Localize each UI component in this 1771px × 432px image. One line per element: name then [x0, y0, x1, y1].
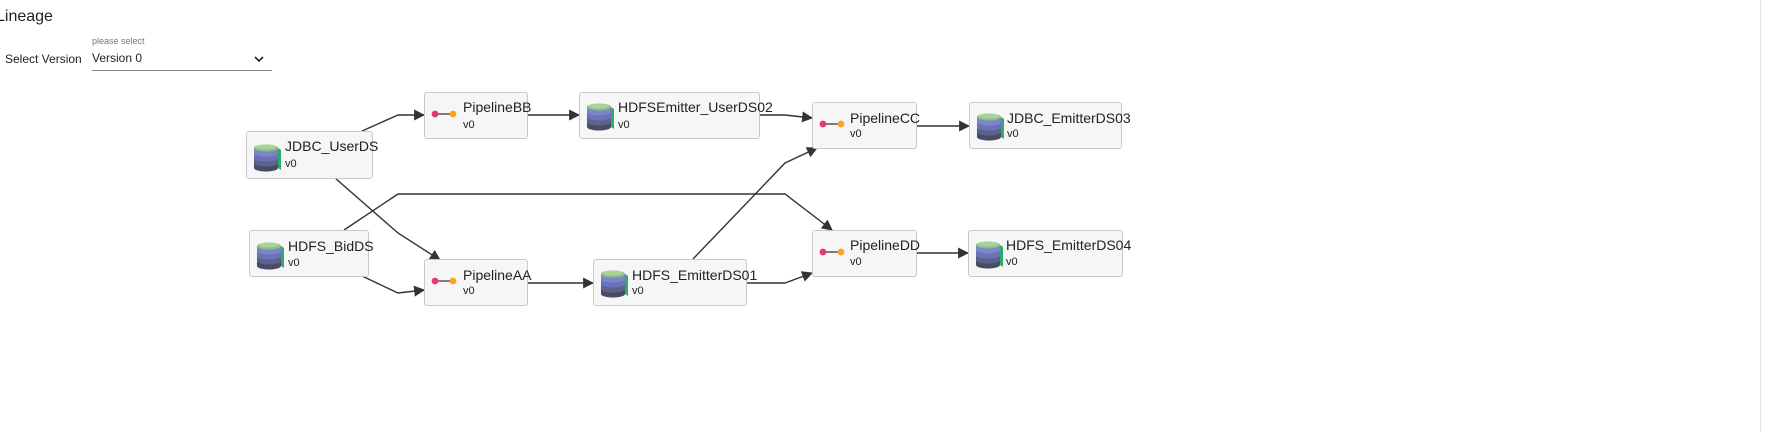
node-version: v0 — [285, 158, 297, 170]
edge-hdfs-emitterds01-to-pipelinedd — [747, 271, 814, 284]
node-pipelineaa[interactable]: PipelineAA v0 — [424, 259, 532, 306]
chevron-down-icon[interactable] — [252, 52, 266, 66]
database-icon — [598, 266, 630, 298]
edge-hdfs-emitterds01-to-pipelinecc — [692, 147, 818, 260]
node-version: v0 — [288, 257, 300, 269]
node-name: PipelineDD — [850, 237, 921, 253]
edge-hdfs-bidds-to-pipelineaa — [361, 275, 426, 297]
database-icon — [973, 237, 1005, 269]
version-select[interactable]: please select Version 0 — [92, 36, 272, 72]
pipeline-icon — [819, 248, 845, 256]
node-version: v0 — [463, 285, 475, 297]
node-version: v0 — [618, 119, 630, 131]
database-icon — [254, 238, 286, 270]
edge-hdfs-bidds-to-pipelinedd — [343, 193, 833, 231]
version-select-hint: please select — [92, 36, 145, 46]
node-hdfsemitter-userds02[interactable]: HDFSEmitter_UserDS02 v0 — [579, 92, 773, 139]
version-select-box[interactable]: Version 0 — [92, 50, 272, 71]
pipeline-icon — [819, 120, 845, 128]
node-name: JDBC_UserDS — [285, 138, 379, 154]
node-version: v0 — [1007, 128, 1019, 140]
pipeline-icon — [431, 110, 457, 118]
edge-jdbc-userds-to-pipelinebb — [361, 109, 426, 132]
database-icon — [251, 140, 283, 172]
panel-divider — [1760, 0, 1761, 432]
node-name: JDBC_EmitterDS03 — [1007, 110, 1131, 126]
node-pipelinebb[interactable]: PipelineBB v0 — [424, 92, 532, 139]
node-version: v0 — [850, 128, 862, 140]
node-name: HDFS_BidDS — [288, 238, 374, 254]
node-name: HDFS_EmitterDS01 — [632, 267, 758, 283]
node-name: HDFSEmitter_UserDS02 — [618, 99, 773, 115]
node-pipelinedd[interactable]: PipelineDD v0 — [812, 230, 921, 277]
edge-hdfsemitter-userds02-to-pipelinecc — [760, 111, 814, 123]
node-version: v0 — [850, 256, 862, 268]
node-name: PipelineAA — [463, 267, 532, 283]
node-pipelinecc[interactable]: PipelineCC v0 — [812, 102, 921, 149]
node-version: v0 — [632, 285, 644, 297]
node-name: HDFS_EmitterDS04 — [1006, 237, 1132, 253]
pipeline-icon — [431, 277, 457, 285]
node-hdfs-emitterds01[interactable]: HDFS_EmitterDS01 v0 — [593, 259, 757, 306]
version-select-value: Version 0 — [92, 51, 143, 65]
database-icon — [584, 99, 616, 131]
node-name: PipelineCC — [850, 110, 921, 126]
node-hdfs-emitterds04[interactable]: HDFS_EmitterDS04 v0 — [968, 230, 1131, 277]
database-icon — [974, 109, 1006, 141]
node-name: PipelineBB — [463, 99, 532, 115]
version-select-label: Select Version — [5, 52, 82, 66]
page-title: Lineage — [0, 8, 53, 25]
node-version: v0 — [463, 119, 475, 131]
edge-jdbc-userds-to-pipelineaa — [334, 177, 441, 261]
node-jdbc-userds[interactable]: JDBC_UserDS v0 — [246, 131, 378, 179]
node-hdfs-bidds[interactable]: HDFS_BidDS v0 — [249, 230, 374, 277]
node-version: v0 — [1006, 256, 1018, 268]
node-jdbc-emitterds03[interactable]: JDBC_EmitterDS03 v0 — [969, 102, 1131, 149]
